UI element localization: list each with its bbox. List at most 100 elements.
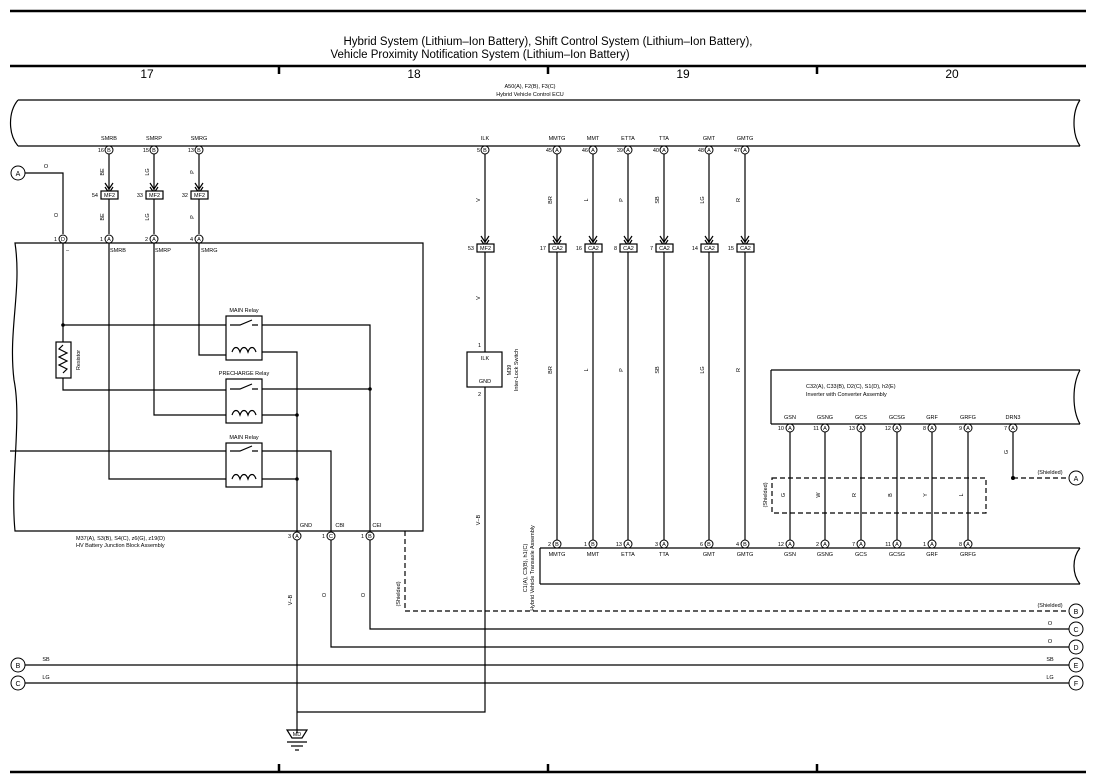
svg-text:GRF: GRF (926, 415, 938, 421)
svg-text:L: L (584, 368, 590, 371)
svg-text:E: E (1074, 663, 1079, 670)
svg-text:A: A (152, 237, 156, 243)
svg-text:ILK: ILK (481, 356, 490, 362)
ecu-pin: ETTA 39 A (617, 136, 635, 155)
svg-text:TTA: TTA (659, 552, 669, 558)
svg-text:GRFG: GRFG (960, 552, 976, 558)
svg-text:6: 6 (700, 542, 703, 548)
ecu-pin: MMTG 45 A (546, 136, 566, 155)
svg-text:B: B (743, 542, 747, 548)
transaxle-pin: A 11 GCSG (885, 539, 905, 558)
offpage-ref-right: A B C D E F (Shielded) O O (1037, 470, 1084, 691)
inline-connector-mf2: MF2 33 (137, 182, 164, 200)
wires-ecu (108, 154, 746, 540)
svg-text:C: C (15, 681, 20, 688)
svg-text:LG: LG (700, 366, 706, 373)
inline-connector-ca2: CA2 7 SB SB (650, 196, 674, 374)
jb-output-wires: O O (Shielded) (322, 531, 1069, 648)
svg-text:A: A (295, 534, 299, 540)
transaxle-pin: A 1 GRF (923, 539, 938, 558)
svg-text:ETTA: ETTA (621, 552, 635, 558)
svg-text:SMRB: SMRB (110, 248, 126, 254)
svg-text:O: O (44, 164, 49, 170)
svg-text:8: 8 (923, 426, 926, 432)
svg-text:SMRP: SMRP (146, 136, 162, 142)
svg-text:A: A (662, 148, 666, 154)
svg-text:GND: GND (300, 523, 312, 529)
svg-text:LG: LG (42, 675, 49, 681)
svg-text:ILK: ILK (481, 136, 490, 142)
svg-text:A: A (1074, 476, 1079, 483)
svg-text:48: 48 (698, 148, 704, 154)
svg-text:LG: LG (700, 196, 706, 203)
ecu-pin: SMRP 15 B (143, 136, 162, 155)
svg-text:GCSG: GCSG (889, 552, 905, 558)
svg-text:12: 12 (778, 542, 784, 548)
svg-text:A: A (788, 426, 792, 432)
svg-text:16: 16 (98, 148, 104, 154)
svg-text:Inter-Lock Switch: Inter-Lock Switch (514, 349, 520, 391)
diagram-title-line-2: Vehicle Proximity Notification System (L… (330, 49, 629, 61)
svg-text:A: A (859, 426, 863, 432)
svg-text:MF2: MF2 (104, 193, 115, 199)
svg-text:O: O (361, 592, 367, 597)
jb-top-pin: A 1 SMRB (100, 234, 126, 254)
svg-text:11: 11 (813, 426, 819, 432)
svg-text:17: 17 (540, 246, 546, 252)
svg-text:LG: LG (1046, 675, 1053, 681)
svg-text:GSNG: GSNG (817, 415, 833, 421)
svg-text:CA2: CA2 (740, 246, 751, 252)
inverter-pin: GCS A 13 (849, 415, 867, 433)
svg-text:D: D (61, 237, 65, 243)
svg-text:A: A (788, 542, 792, 548)
svg-text:2: 2 (145, 237, 148, 243)
transaxle-pin: A 8 GRFG (959, 539, 976, 558)
svg-text:CA2: CA2 (704, 246, 715, 252)
svg-text:C: C (1073, 627, 1078, 634)
svg-text:1: 1 (584, 542, 587, 548)
svg-text:SMRG: SMRG (191, 136, 208, 142)
svg-text:GSNG: GSNG (817, 552, 833, 558)
svg-text:32: 32 (182, 193, 188, 199)
ecu-pin: TTA 40 A (653, 136, 669, 155)
svg-text:33: 33 (137, 193, 143, 199)
ecu-pin: GMT 48 A (698, 136, 716, 155)
svg-text:2: 2 (816, 542, 819, 548)
svg-text:TTA: TTA (659, 136, 669, 142)
main-relay: MAIN Relay (225, 308, 263, 361)
svg-text:1: 1 (361, 534, 364, 540)
svg-text:MMT: MMT (587, 136, 600, 142)
ecu-connectors: A50(A), F2(B), F3(C) (504, 84, 555, 90)
column-number: 20 (945, 67, 959, 81)
svg-text:GRF: GRF (926, 552, 938, 558)
ecu-pin: MMT 46 A (582, 136, 600, 155)
svg-text:16: 16 (576, 246, 582, 252)
ecu-pin: GMTG 47 A (734, 136, 754, 155)
svg-text:GMTG: GMTG (737, 136, 754, 142)
svg-text:Y: Y (923, 493, 929, 497)
svg-text:O: O (1048, 639, 1053, 645)
svg-text:MMTG: MMTG (549, 136, 566, 142)
transaxle-pin: B 2 MMTG (548, 539, 566, 558)
inverter-pin: GSNG A 11 (813, 415, 833, 433)
svg-text:40: 40 (653, 148, 659, 154)
ecu-name: Hybrid Vehicle Control ECU (496, 92, 564, 98)
svg-text:39: 39 (617, 148, 623, 154)
svg-text:V–B: V–B (476, 514, 482, 525)
svg-text:O: O (1048, 621, 1053, 627)
svg-text:A: A (930, 542, 934, 548)
svg-text:SMRG: SMRG (201, 248, 218, 254)
svg-text:O: O (54, 212, 60, 217)
svg-text:(Shielded): (Shielded) (763, 482, 769, 507)
svg-text:A: A (626, 542, 630, 548)
svg-text:–: – (66, 248, 70, 254)
transaxle-pin: A 2 GSNG (816, 539, 833, 558)
interlock-switch: 1 ILK GND 2 M39 Inter-Lock Switch V–B (297, 343, 520, 713)
svg-text:14: 14 (692, 246, 698, 252)
svg-text:BE: BE (100, 213, 106, 221)
svg-text:L: L (584, 198, 590, 201)
svg-text:1: 1 (923, 542, 926, 548)
svg-text:MMTG: MMTG (549, 552, 566, 558)
svg-text:Resistor: Resistor (76, 350, 82, 370)
